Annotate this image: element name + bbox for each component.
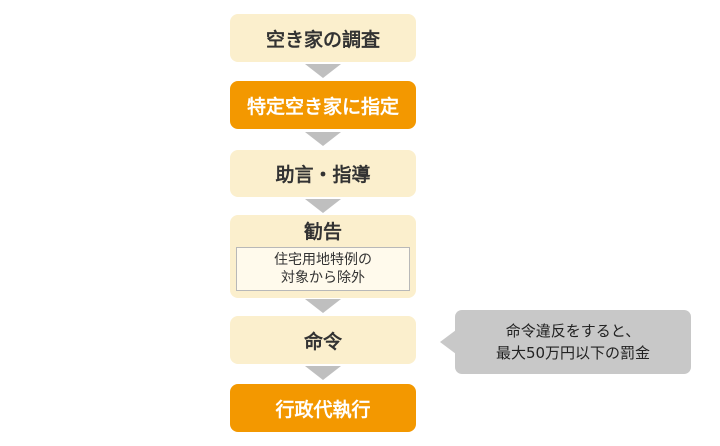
note-line: 対象から除外 [281,270,365,286]
arrow-down-icon [305,64,341,78]
step-label: 命令 [303,330,342,353]
step-survey: 空き家の調査 [230,14,416,62]
arrow-down-icon [305,199,341,213]
arrow-down-icon [305,132,341,146]
note-line: 住宅用地特例の [274,252,372,268]
step-advice-guidance: 助言・指導 [230,150,416,197]
step-recommendation: 勧告 住宅用地特例の 対象から除外 [230,215,416,298]
callout-line: 命令違反をすると、 [505,322,641,340]
penalty-callout: 命令違反をすると、 最大50万円以下の罰金 [455,310,691,374]
step-label: 勧告 [303,221,342,243]
step-label: 空き家の調査 [265,28,380,51]
arrow-down-icon [305,299,341,313]
callout-tail-icon [440,330,456,354]
step-designation: 特定空き家に指定 [230,81,416,129]
step-administrative-execution: 行政代執行 [230,384,416,432]
step-label: 行政代執行 [275,398,371,421]
arrow-down-icon [305,366,341,380]
step-order: 命令 [230,316,416,364]
callout-line: 最大50万円以下の罰金 [495,344,651,362]
recommendation-note: 住宅用地特例の 対象から除外 [236,247,410,291]
step-label: 助言・指導 [275,164,371,186]
step-label: 特定空き家に指定 [246,95,399,118]
